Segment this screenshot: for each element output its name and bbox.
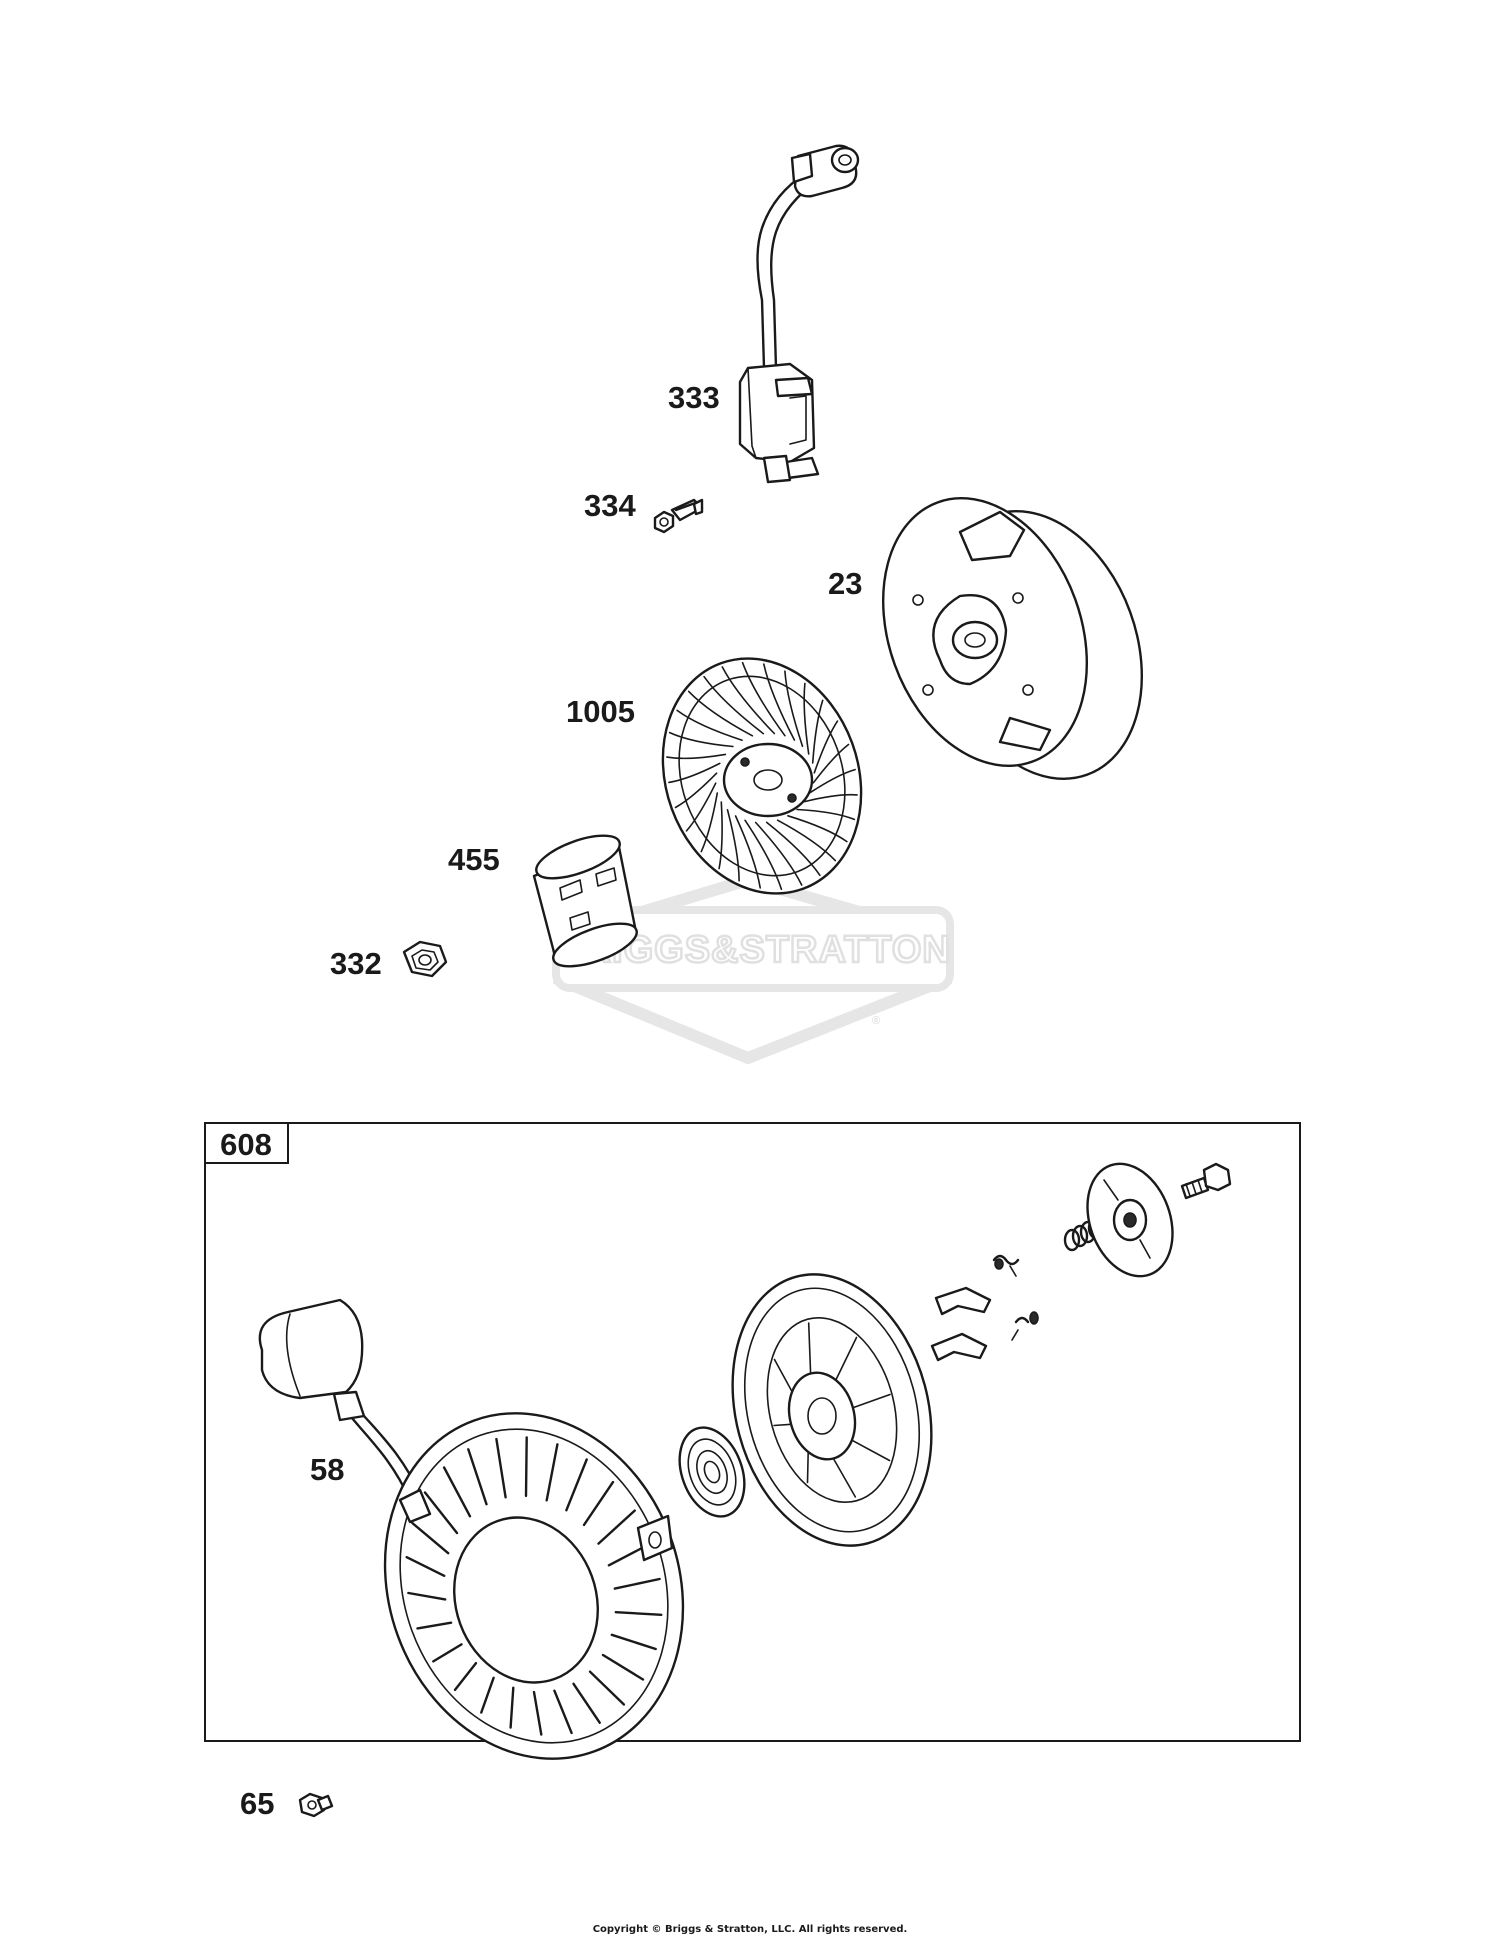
- fan-blade-stroke: [741, 661, 786, 737]
- callout-23: 23: [828, 566, 862, 601]
- starter-kit-frame: [204, 1122, 1301, 1742]
- fan-blade-stroke: [803, 793, 858, 803]
- fan-blade-stroke: [700, 792, 719, 853]
- fan-blade-stroke: [721, 666, 776, 735]
- fan-blade-stroke: [784, 670, 804, 747]
- housing-slot-stroke: [597, 1509, 636, 1545]
- pulley-spokes: [773, 1322, 891, 1498]
- housing-slot-stroke: [495, 1437, 507, 1499]
- housing-slot-stroke: [405, 1556, 446, 1577]
- starter-housing[interactable]: [258, 1298, 731, 1801]
- starter-pulley[interactable]: [704, 1252, 961, 1568]
- fan-blade-stroke: [812, 743, 850, 784]
- fan-blade-stroke: [676, 709, 743, 741]
- retainer-screw[interactable]: [1180, 1162, 1232, 1200]
- callout-65: 65: [240, 1786, 274, 1821]
- housing-slot-stroke: [407, 1591, 447, 1601]
- pulley-spoke-stroke: [832, 1457, 857, 1498]
- pulley-spoke-stroke: [807, 1322, 812, 1375]
- starter-kit-label-box: [204, 1122, 289, 1164]
- housing-slot-stroke: [565, 1458, 588, 1512]
- watermark-registered: ®: [872, 1015, 880, 1027]
- fan-blade-stroke: [811, 699, 824, 764]
- fan-blade-stroke: [787, 815, 848, 843]
- fan-blade-stroke: [674, 772, 718, 809]
- housing-slot-stroke: [411, 1521, 450, 1555]
- pulley-spoke-stroke: [806, 1451, 809, 1484]
- fan-blade-stroke: [703, 675, 765, 735]
- copyright-notice: Copyright © Briggs & Stratton, LLC. All …: [593, 1924, 908, 1935]
- callout-58: 58: [310, 1452, 344, 1487]
- housing-slot-stroke: [553, 1689, 573, 1735]
- housing-slot-stroke: [532, 1690, 543, 1736]
- cooling-fan[interactable]: [631, 630, 894, 921]
- fan-blades: [666, 661, 858, 891]
- starter-pawl-lower[interactable]: [930, 1332, 988, 1362]
- ignition-coil[interactable]: [738, 144, 860, 484]
- pulley-spoke-stroke: [851, 1439, 891, 1462]
- fan-blade-stroke: [687, 690, 754, 737]
- fan-blade-stroke: [813, 720, 839, 774]
- housing-slot-stroke: [509, 1686, 515, 1729]
- pulley-spoke-stroke: [852, 1393, 891, 1409]
- fan-blade-stroke: [734, 815, 761, 889]
- housing-slot-stroke: [601, 1653, 645, 1681]
- housing-slot-stroke: [572, 1682, 601, 1724]
- pulley-spoke-stroke: [773, 1358, 793, 1393]
- callout-455: 455: [448, 842, 500, 877]
- fan-blade-stroke: [803, 682, 810, 755]
- starter-pawl-upper[interactable]: [934, 1286, 992, 1316]
- housing-slot-stroke: [614, 1611, 663, 1616]
- fan-blade-stroke: [763, 663, 796, 741]
- flywheel[interactable]: [848, 469, 1178, 807]
- housing-slot-stroke: [423, 1491, 459, 1535]
- pawl-spring-upper[interactable]: [992, 1254, 1020, 1277]
- housing-slot-stroke: [480, 1676, 495, 1714]
- fan-blade-stroke: [809, 768, 856, 794]
- housing-slot-stroke: [432, 1643, 463, 1663]
- fan-blade-stroke: [668, 731, 734, 748]
- pulley-spoke-stroke: [835, 1336, 858, 1381]
- recoil-spring[interactable]: [668, 1419, 756, 1526]
- housing-slot-stroke: [582, 1480, 615, 1527]
- housing-slot-stroke: [442, 1466, 472, 1518]
- starter-cup[interactable]: [531, 827, 642, 975]
- fan-blade-stroke: [754, 821, 803, 886]
- housing-slot-stroke: [453, 1661, 478, 1692]
- callout-1005: 1005: [566, 694, 635, 729]
- housing-slot-stroke: [588, 1670, 626, 1706]
- coil-screw[interactable]: [653, 498, 704, 534]
- housing-vents: [405, 1436, 663, 1736]
- callout-334: 334: [584, 488, 636, 523]
- pawl-retainer[interactable]: [1073, 1152, 1188, 1288]
- pawl-spring-lower[interactable]: [1011, 1311, 1039, 1341]
- fan-blade-stroke: [718, 801, 723, 870]
- housing-slot-stroke: [610, 1633, 657, 1651]
- fan-blade-stroke: [796, 808, 856, 821]
- callout-608: 608: [220, 1127, 272, 1162]
- callout-333: 333: [668, 380, 720, 415]
- fan-blade-stroke: [666, 753, 727, 760]
- fan-blade-stroke: [685, 782, 717, 832]
- pulley-spoke-stroke: [773, 1423, 792, 1427]
- housing-slot-stroke: [416, 1621, 453, 1630]
- fan-blade-stroke: [726, 809, 740, 882]
- housing-slot-stroke: [524, 1436, 528, 1498]
- callout-332: 332: [330, 946, 382, 981]
- fan-blade-stroke: [776, 819, 837, 862]
- flywheel-nut[interactable]: [402, 940, 448, 978]
- fan-blade-stroke: [668, 762, 721, 784]
- mounting-bolt[interactable]: [298, 1792, 334, 1818]
- housing-slot-stroke: [613, 1577, 661, 1590]
- housing-slot-stroke: [545, 1443, 559, 1502]
- fan-blade-stroke: [744, 819, 783, 891]
- housing-slot-stroke: [467, 1448, 488, 1506]
- fan-blade-stroke: [765, 821, 821, 877]
